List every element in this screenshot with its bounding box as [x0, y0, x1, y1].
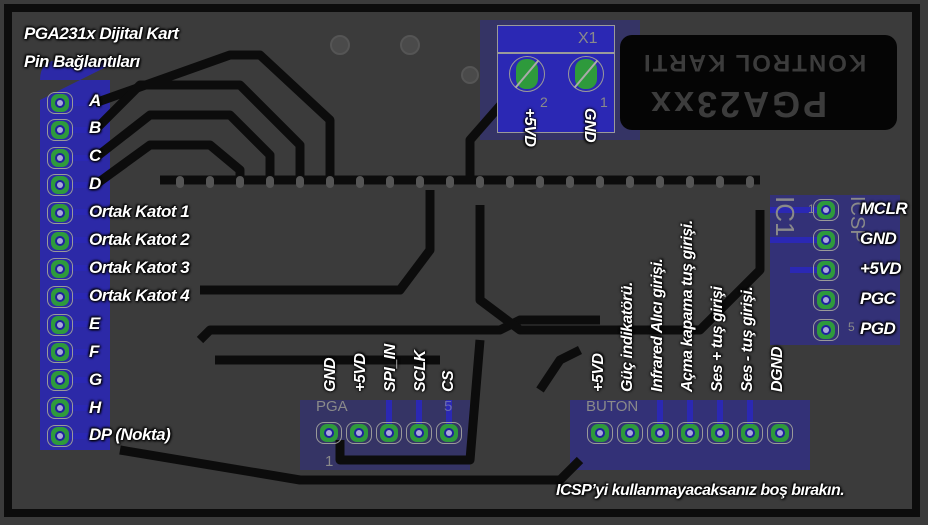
pin-label: PGC	[860, 289, 896, 308]
pin-label: SCLK	[412, 350, 429, 392]
title-line-1: PGA231x Dijital Kart	[24, 24, 179, 43]
connector-ref: X1	[578, 30, 598, 47]
pin-number: 5	[444, 398, 453, 415]
pad	[406, 422, 432, 444]
pin-label: Ses - tuş girişi.	[739, 286, 756, 392]
silkscreen-model: PGA23xx	[648, 84, 828, 125]
pin-label: Ortak Katot 1	[89, 202, 190, 221]
pad	[316, 422, 342, 444]
pin-label: C	[89, 146, 101, 165]
pad	[47, 258, 73, 280]
silkscreen-title: KONTROL KARTI	[642, 49, 867, 76]
pin-label: DP (Nokta)	[89, 425, 171, 444]
pin-label: B	[89, 118, 101, 137]
pad	[436, 422, 462, 444]
pad	[47, 119, 73, 141]
board-outline	[4, 4, 920, 517]
pad	[47, 369, 73, 391]
pin-label: E	[89, 314, 100, 333]
pin-label: F	[89, 342, 99, 361]
pin-label: +5VD	[590, 353, 607, 392]
pad	[813, 229, 839, 251]
pin-number: 2	[540, 94, 548, 110]
pad	[813, 319, 839, 341]
connector-divider	[497, 52, 615, 54]
ic-ref: IC1	[770, 196, 800, 237]
pad	[677, 422, 703, 444]
pad	[47, 174, 73, 196]
icsp-note: ICSP’yi kullanmayacaksanız boş bırakın.	[556, 482, 845, 499]
pin-label: H	[89, 398, 101, 417]
pin-number: 1	[808, 202, 815, 216]
terminal-pad	[568, 56, 604, 92]
pad	[737, 422, 763, 444]
pin-number: 1	[600, 94, 608, 110]
pin-label: SPI_IN	[382, 344, 399, 392]
pad	[813, 289, 839, 311]
pad	[707, 422, 733, 444]
pin-label: Güç indikatörü.	[619, 282, 636, 392]
pad	[767, 422, 793, 444]
terminal-pad	[509, 56, 545, 92]
pin-label: GND	[322, 357, 339, 392]
pad	[617, 422, 643, 444]
pin-label: GND	[860, 229, 897, 248]
pin-label: D	[89, 174, 101, 193]
pad	[47, 314, 73, 336]
pin-label: Açma kapama tuş girişi.	[679, 220, 696, 392]
pad	[47, 202, 73, 224]
pad	[376, 422, 402, 444]
header-ref: BUTON	[586, 398, 639, 415]
pin-number: 1	[325, 453, 334, 470]
pin-label: Ses + tuş girişi	[709, 286, 726, 392]
pin-label: G	[89, 370, 102, 389]
pad	[47, 425, 73, 447]
pad	[813, 199, 839, 221]
silkscreen-logo-box: PGA23xx KONTROL KARTI	[620, 35, 897, 130]
pad	[47, 230, 73, 252]
pin-label: DGND	[769, 346, 786, 392]
terminal-label: +5VD	[521, 108, 538, 147]
pad	[47, 397, 73, 419]
pin-label: Ortak Katot 4	[89, 286, 190, 305]
terminal-label: GND	[581, 108, 598, 143]
pin-label: Infrared Alıcı girişi.	[649, 258, 666, 392]
pad	[47, 286, 73, 308]
pin-label: +5VD	[860, 259, 902, 278]
pad	[47, 341, 73, 363]
pin-label: CS	[440, 370, 457, 392]
pad	[587, 422, 613, 444]
title-line-2: Pin Bağlantıları	[24, 52, 140, 71]
pad	[346, 422, 372, 444]
pin-label: Ortak Katot 2	[89, 230, 190, 249]
pin-label: PGD	[860, 319, 896, 338]
pad	[47, 92, 73, 114]
pad	[47, 147, 73, 169]
pin-number: 5	[848, 320, 855, 334]
pin-label: Ortak Katot 3	[89, 258, 190, 277]
pin-label: MCLR	[860, 199, 908, 218]
pin-label: +5VD	[352, 353, 369, 392]
header-ref: PGA	[316, 398, 348, 415]
pad	[647, 422, 673, 444]
pin-label: A	[89, 91, 101, 110]
pad	[813, 259, 839, 281]
